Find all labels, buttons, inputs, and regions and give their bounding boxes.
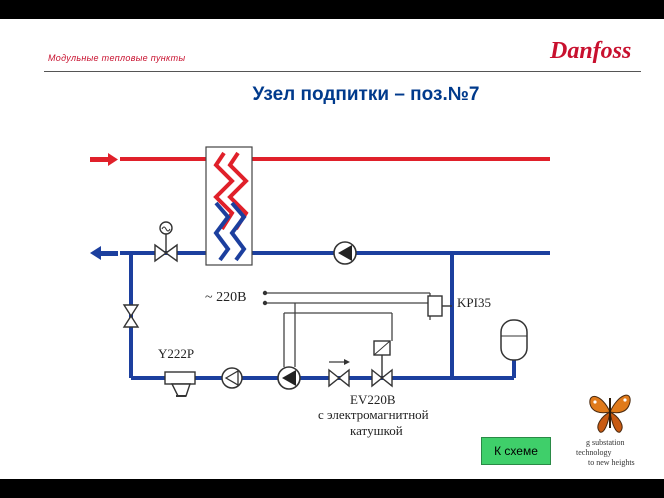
- top-bar: [0, 0, 664, 19]
- tagline-line2: technology: [576, 448, 612, 457]
- return-arrow-icon: [90, 246, 118, 260]
- strainer-label: Y222P: [158, 346, 195, 361]
- tagline-line3: to new heights: [588, 458, 635, 467]
- feed-pump-main-icon: [277, 366, 301, 390]
- back-to-scheme-button[interactable]: К схеме: [481, 437, 551, 465]
- shutoff-valve-icon: [122, 304, 140, 328]
- check-valve-icon: [328, 359, 350, 388]
- expansion-tank-icon: [500, 319, 528, 361]
- coil-label-line1: с электромагнитной: [318, 407, 429, 422]
- danfoss-logo: Danfoss: [549, 38, 631, 64]
- electrical-wiring: [265, 292, 431, 367]
- coil-label-line2: катушкой: [350, 423, 403, 438]
- strainer-icon: [164, 371, 196, 397]
- kpi-label: KPI35: [457, 295, 491, 310]
- pressure-switch-icon: [427, 295, 452, 317]
- tagline-line1: g substation: [586, 438, 625, 447]
- section-subtitle: Модульные тепловые пункты: [48, 53, 186, 63]
- svg-text:Danfoss: Danfoss: [549, 38, 631, 64]
- circulation-pump-icon: [333, 241, 357, 265]
- tagline: g substation technology to new heights: [574, 438, 664, 468]
- page-title: Узел подпитки – поз.№7: [252, 84, 480, 105]
- voltage-label: ~ 220В: [205, 290, 247, 305]
- header-divider: [44, 71, 641, 72]
- bottom-bar: [0, 479, 664, 498]
- butterfly-icon: [589, 394, 631, 433]
- control-valve-icon: [154, 221, 178, 263]
- feed-pump-icon: [221, 367, 243, 389]
- supply-arrow-icon: [90, 153, 118, 166]
- valve-label: EV220B: [350, 392, 396, 407]
- heat-exchanger-icon: [205, 146, 253, 266]
- solenoid-valve-icon: [371, 340, 393, 388]
